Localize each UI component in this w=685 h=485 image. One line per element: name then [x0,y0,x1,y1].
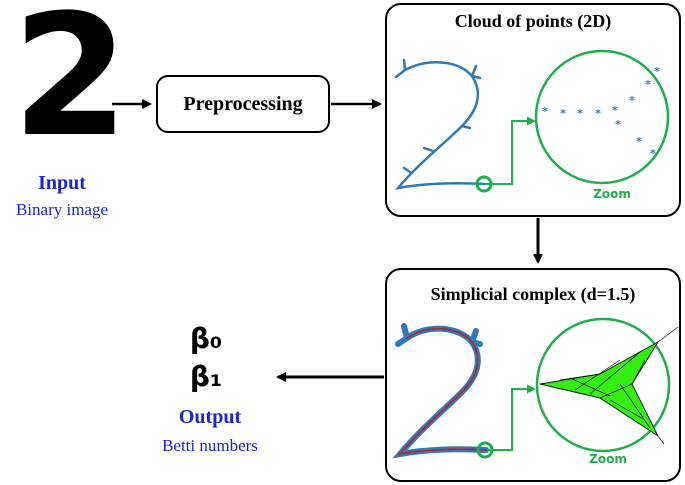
complex-zoom-label: Zoom [589,452,627,466]
input-digit-image: 2 [12,0,129,174]
output-beta1: β₁ [189,360,223,393]
preprocessing-box: Preprocessing [156,75,330,133]
svg-text:*: * [654,65,660,78]
output-beta0: β₀ [189,322,223,355]
complex-zoom-circle [535,317,671,453]
complex-panel-title: Simplicial complex (d=1.5) [430,284,636,304]
output-subtitle: Betti numbers [162,436,258,455]
output-title: Output [178,406,242,428]
complex-zoom-connector [487,384,536,451]
svg-text:*: * [615,118,621,131]
cloud-zoom-connector [486,116,536,185]
svg-text:*: * [645,78,651,91]
svg-text:*: * [560,107,566,120]
preprocessing-label: Preprocessing [183,92,303,115]
svg-text:*: * [612,104,618,117]
svg-text:*: * [577,107,583,120]
input-subtitle: Binary image [15,200,109,219]
cloud-panel-title: Cloud of points (2D) [454,11,612,31]
svg-text:*: * [629,94,635,107]
cloud-zoom-label: Zoom [593,187,631,201]
svg-text:*: * [650,147,656,160]
cloud-panel [385,3,681,217]
complex-thick-digit [392,323,489,459]
input-title: Input [38,172,86,194]
cloud-skeleton-digit [394,58,487,190]
cloud-zoom-circle [534,49,670,185]
cloud-points: * * * * * * * * * * * [542,65,660,160]
complex-simplices [539,326,679,445]
svg-text:*: * [542,105,548,118]
svg-text:*: * [636,135,642,148]
svg-text:*: * [595,107,601,120]
